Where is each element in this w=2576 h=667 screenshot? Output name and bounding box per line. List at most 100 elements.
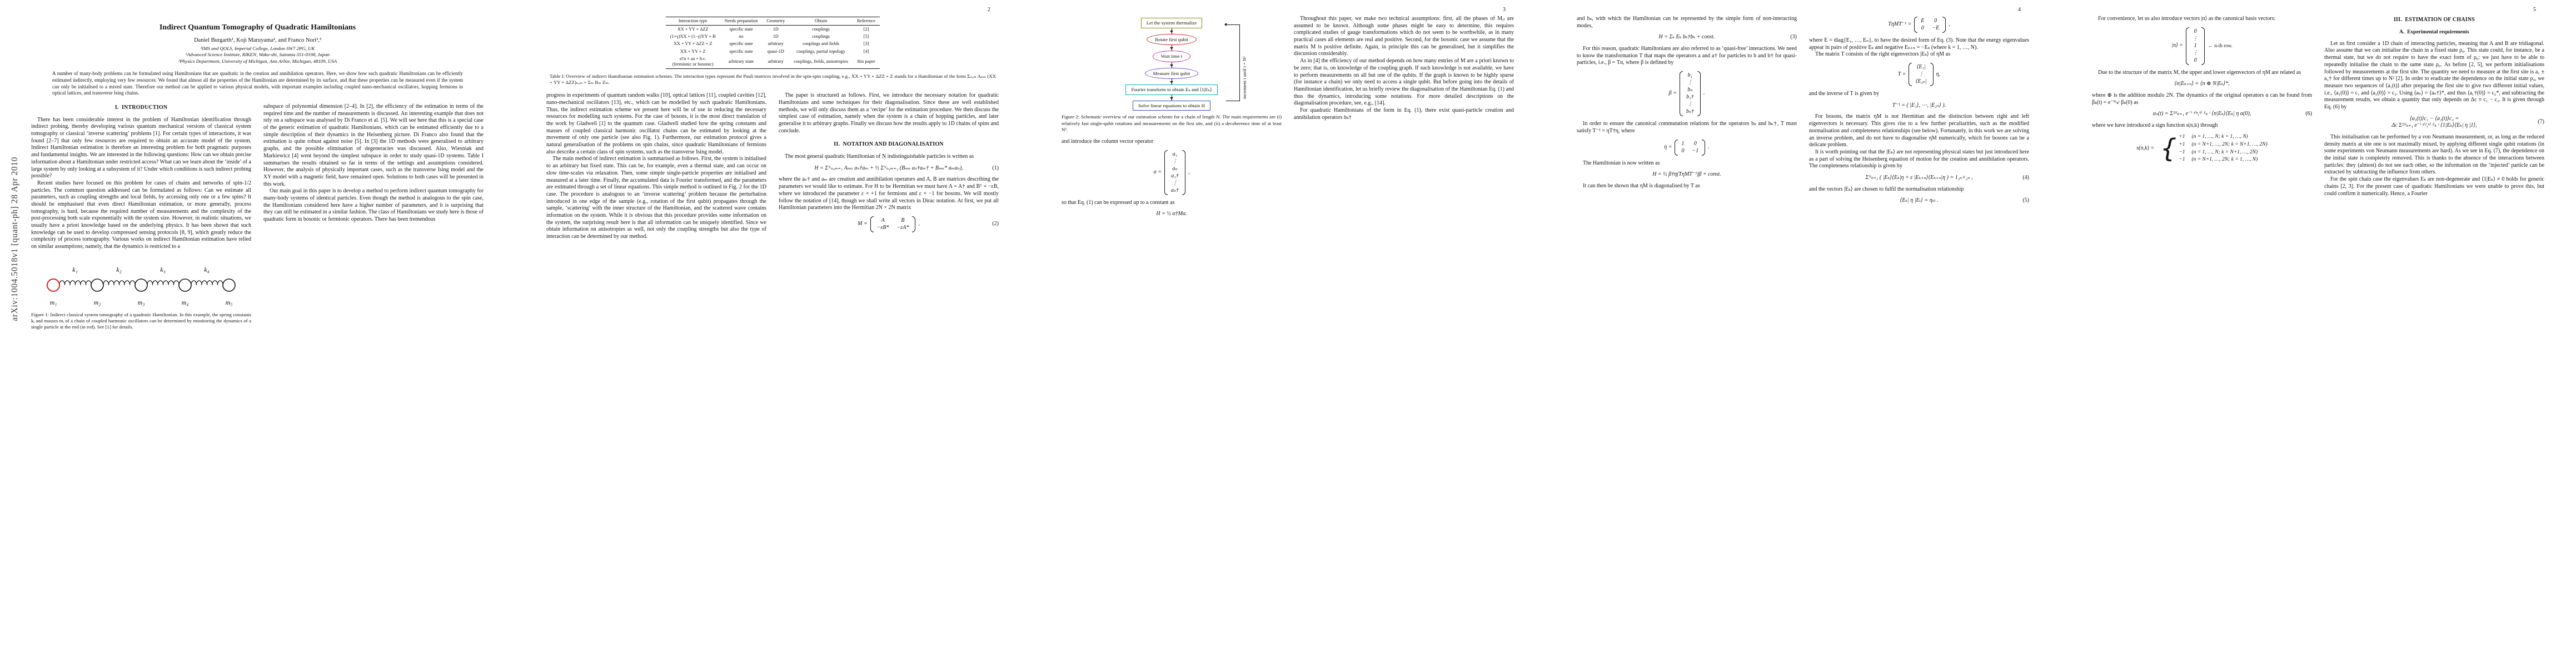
mass-label: m₁ bbox=[50, 298, 57, 306]
equation-basis-vector: |n⟩ = 0 ⋮ 1 ⋮ 0 ← n-th row. bbox=[2092, 27, 2312, 65]
right-paren bbox=[912, 216, 916, 232]
body-paragraph: and the vectors |Eₖ⟩ are chosen to fulfi… bbox=[1809, 186, 1964, 192]
equation-3: H = Σₖ Eₖ bₖ†bₖ + const. (3) bbox=[1577, 34, 1797, 41]
table-cell: this paper bbox=[852, 55, 880, 69]
vector-cell: a₁† bbox=[1171, 172, 1179, 179]
body-paragraph: where E = diag{E₁, …, Eₙ}, to have the d… bbox=[1809, 37, 2029, 51]
page-4: 4 and bₖ, with which the Hamiltonian can… bbox=[1546, 0, 2061, 667]
equation-number: (7) bbox=[2538, 118, 2544, 125]
equation-trail: . bbox=[1708, 143, 1710, 150]
abstract-text: A number of many-body problems can be fo… bbox=[52, 71, 463, 96]
table-cell: XX + YY + ΔZZ + Z bbox=[674, 41, 712, 47]
equation-body: H = ½ β†η(TηMT⁻¹)β + const. bbox=[1652, 171, 1721, 178]
right-paren bbox=[1702, 139, 1706, 156]
vector-cell: ⋮ bbox=[1687, 79, 1693, 86]
body-paragraph: where ⊕ is the addition modulo 2N. The d… bbox=[2092, 92, 2312, 106]
table-cell: [2] bbox=[863, 26, 869, 32]
body-paragraph: Let us first consider a 1D chain of inte… bbox=[2324, 40, 2544, 110]
body-paragraph: For the spin chain case the eigenvalues … bbox=[2324, 176, 2544, 197]
body-paragraph: This initialisation can be performed by … bbox=[2324, 134, 2544, 176]
page-number: 4 bbox=[2018, 7, 2021, 13]
equation-H-alpha: H = ½ α†Mα. bbox=[1062, 211, 1282, 218]
equation-eta: η = 1 0 0 −1 . bbox=[1577, 139, 1797, 156]
equation-2: M = A B −εB* −εA* , (2) bbox=[779, 216, 999, 232]
flowchart-loop-arrow bbox=[1224, 22, 1240, 101]
table-cell: (1+γ)XX + (1−γ)YY + B bbox=[670, 34, 716, 39]
table-cell: [5] bbox=[863, 34, 869, 39]
spring-coil bbox=[103, 280, 136, 285]
column-header: Reference bbox=[852, 16, 880, 26]
equation-4: Σᴺₖ₌₁ ( |Eₖ⟩⟨Eₖ|η + ε |Eₖ₊ₙ⟩⟨Eₖ₊ₙ|η ) = … bbox=[1809, 175, 2029, 182]
table-cell: couplings, fields, anisotropies bbox=[789, 55, 853, 69]
case-condition: (n = 1, …, N; k = N+1, …, 2N) bbox=[2191, 149, 2258, 155]
body-paragraph: where we have introduced a sign function… bbox=[2092, 122, 2218, 129]
equation-number: (3) bbox=[1790, 34, 1797, 41]
flowchart-node-wait: Wait time t bbox=[1152, 51, 1191, 62]
case-value: +1 bbox=[2179, 141, 2185, 147]
column-vector: ⟨E₁| ⋮ ⟨E₂ₙ| bbox=[1909, 63, 1934, 87]
body-paragraph: In order to ensure the canonical commuta… bbox=[1577, 121, 1797, 134]
equation-body: Σᴺₖ₌₁ ( |Eₖ⟩⟨Eₖ|η + ε |Eₖ₊ₙ⟩⟨Eₖ₊ₙ|η ) = … bbox=[1865, 174, 1973, 181]
body-paragraph: and introduce the column vector operator bbox=[1062, 138, 1154, 145]
matrix-cell: 0 bbox=[1934, 18, 1937, 24]
figure-1-caption: Figure 1: Indirect classical system tomo… bbox=[31, 311, 251, 330]
right-paren bbox=[1930, 63, 1934, 87]
equation-sign-function: s(n,k) = { +1 (n = 1, …, N; k = 1, …, N)… bbox=[2092, 134, 2312, 164]
vector-cell: ⟨E₂ₙ| bbox=[1915, 78, 1927, 85]
vector-cell: bₙ bbox=[1687, 87, 1693, 93]
left-paren bbox=[1675, 139, 1678, 156]
flowchart-node-fourier: Fourier transform to obtain Eₖ and ⟨1|Eₖ… bbox=[1125, 84, 1218, 95]
matrix-cell: 1 bbox=[1681, 140, 1685, 147]
nth-row-annotation: ← n-th row. bbox=[2208, 42, 2233, 48]
right-paren bbox=[1182, 150, 1186, 195]
equation-body: ⟨n|Eₖ₊ₙ⟩ = ⟨n ⊕ N|Eₖ⟩*, bbox=[2174, 81, 2230, 87]
section-heading-introduction: I. INTRODUCTION bbox=[114, 104, 168, 111]
mass-label: m₄ bbox=[182, 298, 189, 306]
vector-cell: 0 bbox=[2194, 28, 2197, 34]
table-row: a†a + aa + h.c. (fermionic or bosonic) a… bbox=[665, 55, 880, 69]
table-cell: couplings and fields bbox=[803, 41, 840, 47]
left-paren bbox=[1909, 63, 1912, 87]
equation-eigenvector-relation: ⟨n|Eₖ₊ₙ⟩ = ⟨n ⊕ N|Eₖ⟩*, bbox=[2092, 81, 2312, 88]
vector-cell: ⋮ bbox=[2193, 49, 2199, 56]
table-cell: [4] bbox=[863, 48, 869, 54]
column-header: Obtain bbox=[789, 16, 853, 26]
vector-cell: b₁† bbox=[1686, 94, 1694, 101]
equation-trail: , bbox=[918, 221, 920, 227]
arxiv-identifier: arXiv:1004.5018v1 [quant-ph] 28 Apr 2010 bbox=[10, 157, 19, 321]
vector-cell: aₙ† bbox=[1170, 187, 1179, 193]
equation-number: (2) bbox=[992, 221, 999, 227]
equation-body: T⁻¹ = ( |E₁⟩, ⋯, |E₂ₙ⟩ ). bbox=[1892, 102, 1946, 108]
equation-body: H = Σᴺₙ,ₘ₌₁ Aₙₘ aₙ†aₘ + ½ Σᴺₙ,ₘ₌₁ (Bₙₘ a… bbox=[814, 165, 963, 171]
matrix-cell: 0 bbox=[1921, 25, 1924, 31]
spring-coil bbox=[191, 280, 223, 285]
spring-label: k₁ bbox=[72, 266, 78, 273]
figure-2-caption: Figure 2: Schematic overview of our esti… bbox=[1062, 114, 1282, 132]
flowchart-node-thermalize: Let the system thermalize bbox=[1140, 18, 1203, 28]
mass-circle bbox=[178, 278, 192, 292]
affiliation-line: ¹IMS and QOLS, Imperial College, London … bbox=[200, 46, 315, 51]
table-cell: arbitrary bbox=[768, 41, 784, 47]
equation-T-inverse: T⁻¹ = ( |E₁⟩, ⋯, |E₂ₙ⟩ ). bbox=[1809, 102, 2029, 109]
left-paren bbox=[2186, 27, 2190, 65]
table-cell: quasi-1D bbox=[767, 48, 784, 54]
matrix-cell: B bbox=[901, 217, 905, 223]
matrix: E 0 0 −E bbox=[1914, 17, 1946, 33]
column-header: Needs preparation bbox=[720, 16, 763, 26]
page-3: 3 Let the system thermalize Rotate first… bbox=[1030, 0, 1546, 667]
mass-circle bbox=[91, 278, 104, 292]
intro-paragraph-continued: subspace of polynomial dimension [2–4]. … bbox=[263, 103, 484, 187]
equation-trail: . bbox=[1703, 90, 1705, 97]
body-paragraph: The main method of indirect estimation i… bbox=[546, 156, 766, 240]
equation-lhs: β = bbox=[1668, 90, 1677, 97]
intro-paragraph: Our main goal in this paper is to develo… bbox=[263, 188, 484, 223]
figure-2-flowchart: Let the system thermalize Rotate first q… bbox=[1102, 18, 1247, 111]
flowchart-node-measure: Measure first qubit bbox=[1144, 67, 1199, 79]
equation-number: (1) bbox=[992, 165, 999, 171]
mass-label: m₃ bbox=[138, 298, 145, 306]
matrix-cell: 0 bbox=[1693, 140, 1697, 147]
table-row: (1+γ)XX + (1−γ)YY + B no 1D couplings [5… bbox=[666, 33, 880, 41]
matrix-cell: 0 bbox=[1681, 147, 1685, 154]
intro-paragraph: There has been considerable interest in … bbox=[31, 116, 251, 180]
case-value: +1 bbox=[2179, 133, 2185, 140]
